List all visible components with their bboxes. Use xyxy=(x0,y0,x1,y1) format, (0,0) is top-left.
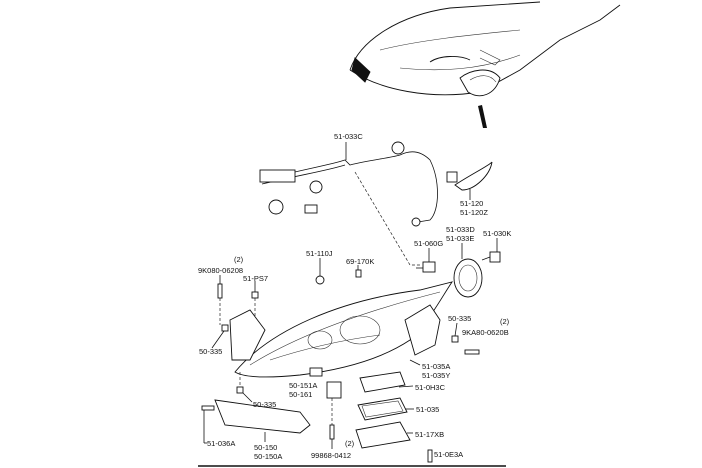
label-bulb-lo: 51-060G xyxy=(414,239,443,248)
label-nut-bottom: 50-335 xyxy=(253,400,276,409)
label-bolt-left: 9K080-06208 xyxy=(198,266,243,275)
label-cover: 51-0H3C xyxy=(415,383,446,392)
label-bulb-hi: 51-030K xyxy=(483,229,511,238)
label-bolt-right-qty: (2) xyxy=(500,317,510,326)
label-actuator-alt: 50-161 xyxy=(289,390,312,399)
label-bulb-wedge: 69-170K xyxy=(346,257,374,266)
label-bracket-alt: 51-035Y xyxy=(422,371,450,380)
label-bracket: 51-035A xyxy=(422,362,450,371)
label-clip: 51-PS7 xyxy=(243,274,268,283)
label-gasket: 51-035 xyxy=(416,405,439,414)
label-nut-right: 50-335 xyxy=(448,314,471,323)
lower-parts xyxy=(214,371,411,449)
wiring-harness xyxy=(259,141,438,227)
label-bolt-right: 9KA80-0620B xyxy=(462,328,509,337)
label-nut-left: 50-335 xyxy=(199,347,222,356)
label-harness: 51-033C xyxy=(334,132,363,141)
label-bulb-small: 51-110J xyxy=(306,249,333,258)
leader-lines xyxy=(203,238,498,449)
label-screw-mid-qty: (2) xyxy=(345,439,355,448)
label-screw-left: 51-036A xyxy=(207,439,235,448)
car-illustration xyxy=(349,1,621,128)
side-marker-lamp xyxy=(446,161,493,200)
label-support-alt: 50-150A xyxy=(254,452,282,461)
label-side-marker-alt: 51-120Z xyxy=(460,208,488,217)
headlamp-assembly xyxy=(229,281,454,378)
label-support: 50-150 xyxy=(254,443,277,452)
part-labels: 51-033C 51-120 51-120Z 51-033D 51-033E 5… xyxy=(198,132,511,461)
bulbs xyxy=(315,251,501,298)
label-side-marker: 51-120 xyxy=(460,199,483,208)
label-bolt-left-qty: (2) xyxy=(234,255,244,264)
label-screw-mid: 99868-0412 xyxy=(311,451,351,460)
label-actuator: 50-151A xyxy=(289,381,317,390)
label-cap: 51-033D xyxy=(446,225,475,234)
label-screw-right: 51-0E3A xyxy=(434,450,463,459)
label-cap-alt: 51-033E xyxy=(446,234,474,243)
label-ballast: 51-17XB xyxy=(415,430,444,439)
